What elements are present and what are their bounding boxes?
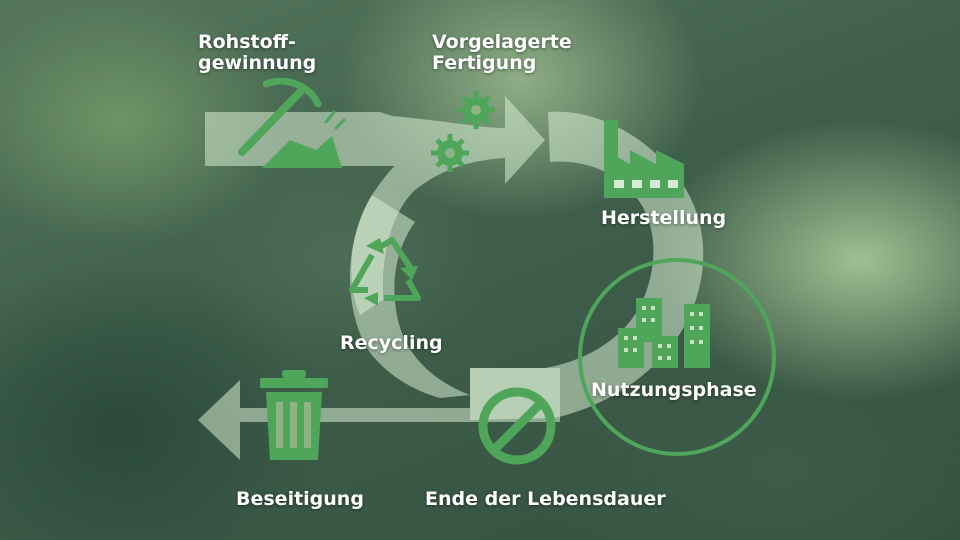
factory-icon xyxy=(604,120,684,198)
highlight-ring xyxy=(578,258,776,456)
recycle-icon xyxy=(349,237,421,306)
prohibited-icon xyxy=(478,387,556,465)
label-rohstoffgewinnung: Rohstoff- gewinnung xyxy=(198,31,317,74)
label-vorgelagerte-fertigung: Vorgelagerte Fertigung xyxy=(432,31,572,74)
pickaxe-icon xyxy=(238,77,346,168)
gears-icon xyxy=(431,91,495,172)
label-herstellung: Herstellung xyxy=(601,207,727,229)
label-ende-der-lebensdauer: Ende der Lebensdauer xyxy=(425,488,666,510)
label-recycling: Recycling xyxy=(340,332,443,354)
bottom-flow-arrow xyxy=(198,368,560,460)
label-nutzungsphase: Nutzungsphase xyxy=(591,379,757,401)
buildings-icon xyxy=(618,298,710,368)
label-beseitigung: Beseitigung xyxy=(236,488,364,510)
trash-can-icon xyxy=(260,370,328,460)
